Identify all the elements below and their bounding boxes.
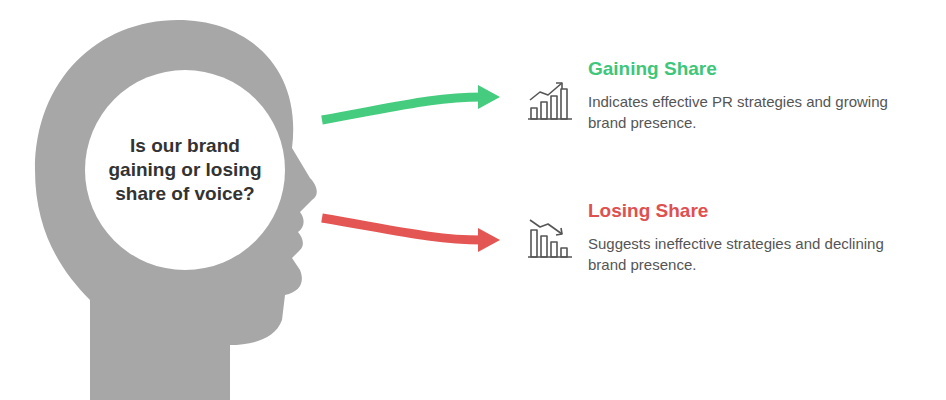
head-question-node: Is our brand gaining or losing share of … — [30, 18, 322, 400]
decline-chart-icon — [526, 218, 576, 260]
outcome-title: Losing Share — [588, 199, 708, 223]
outcome-description: Suggests ineffective strategies and decl… — [588, 233, 888, 275]
growth-chart-icon — [526, 80, 576, 122]
arrow-head-end — [478, 85, 500, 109]
outcome-title: Gaining Share — [588, 57, 717, 81]
head-silhouette — [30, 18, 322, 400]
question-text: Is our brand gaining or losing share of … — [105, 134, 265, 206]
curved-arrow — [322, 218, 482, 240]
outcome-description: Indicates effective PR strategies and gr… — [588, 91, 888, 133]
outcome-node: Losing ShareSuggests ineffective strateg… — [500, 197, 910, 287]
outcome-node: Gaining ShareIndicates effective PR stra… — [500, 55, 910, 145]
curved-arrow — [322, 97, 482, 120]
arrow-head-end — [478, 228, 500, 252]
